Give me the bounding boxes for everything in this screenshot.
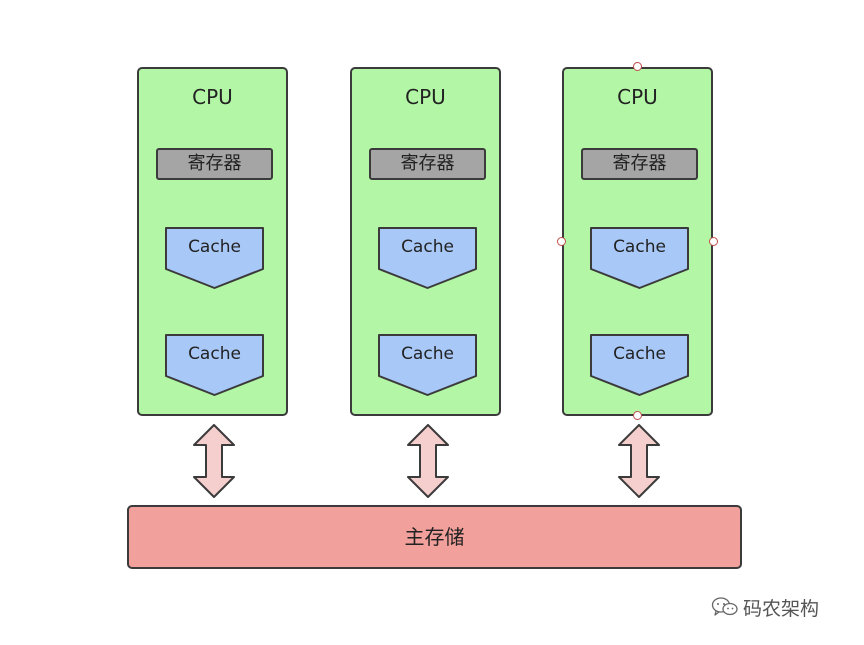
cache-block-l1: Cache <box>378 227 477 289</box>
resize-handle-right[interactable] <box>709 237 718 246</box>
bidirectional-arrow-icon <box>407 424 449 498</box>
cache-block-l2: Cache <box>378 334 477 396</box>
cpu-box-1: CPU 寄存器 Cache Cache <box>137 67 288 416</box>
resize-handle-bottom[interactable] <box>633 411 642 420</box>
cache-block-l1: Cache <box>590 227 689 289</box>
cpu-title: CPU <box>405 85 446 109</box>
cpu-title: CPU <box>617 85 658 109</box>
cache-label: Cache <box>401 237 454 257</box>
cpu-box-2: CPU 寄存器 Cache Cache <box>350 67 501 416</box>
cache-block-l2: Cache <box>165 334 264 396</box>
cache-label: Cache <box>188 344 241 364</box>
cpu-box-3[interactable]: CPU 寄存器 Cache Cache <box>562 67 713 416</box>
bidirectional-arrow-icon <box>193 424 235 498</box>
cache-label: Cache <box>613 237 666 257</box>
watermark: 码农架构 <box>711 594 819 620</box>
register-block: 寄存器 <box>369 148 486 180</box>
cache-block-l2: Cache <box>590 334 689 396</box>
cache-block-l1: Cache <box>165 227 264 289</box>
resize-handle-left[interactable] <box>557 237 566 246</box>
wechat-icon <box>711 597 738 616</box>
register-block: 寄存器 <box>581 148 698 180</box>
watermark-text: 码农架构 <box>743 597 820 620</box>
cache-label: Cache <box>613 344 666 364</box>
main-memory-block: 主存储 <box>127 505 742 569</box>
cache-label: Cache <box>401 344 454 364</box>
register-block: 寄存器 <box>156 148 273 180</box>
cache-label: Cache <box>188 237 241 257</box>
cpu-title: CPU <box>192 85 233 109</box>
bidirectional-arrow-icon <box>618 424 660 498</box>
resize-handle-top[interactable] <box>633 62 642 71</box>
